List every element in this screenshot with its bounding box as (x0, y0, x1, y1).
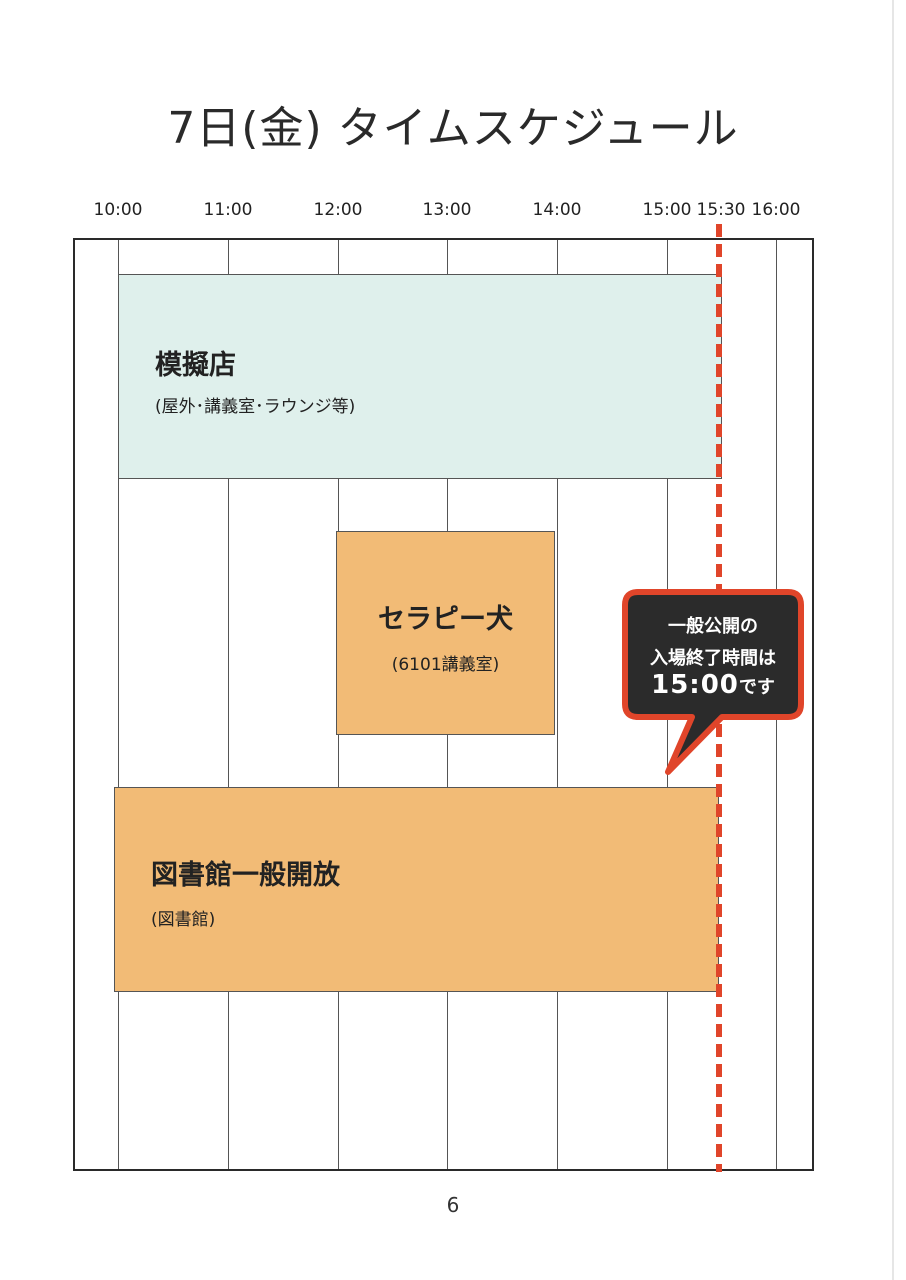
tick-label: 11:00 (203, 200, 253, 220)
event-block-therapy-dog: セラピー犬 (6101講義室) (336, 531, 555, 735)
tick-label: 14:00 (532, 200, 582, 220)
hour-gridline (557, 240, 559, 1169)
event-location: (屋外･講義室･ラウンジ等) (155, 397, 356, 417)
schedule-frame (73, 238, 814, 1171)
event-title: 模擬店 (155, 350, 236, 381)
callout-line-1: 一般公開の (668, 616, 758, 637)
callout-time: 15:00 (651, 670, 739, 700)
callout-suffix: です (738, 677, 775, 698)
hour-gridline (228, 240, 230, 1169)
event-title: 図書館一般開放 (151, 860, 340, 891)
tick-label: 13:00 (422, 200, 472, 220)
event-block-mogiten: 模擬店 (屋外･講義室･ラウンジ等) (118, 274, 722, 479)
event-block-library: 図書館一般開放 (図書館) (114, 787, 719, 992)
tick-label: 15:00 (642, 200, 692, 220)
event-title: セラピー犬 (378, 604, 513, 635)
tick-label: 12:00 (313, 200, 363, 220)
callout-line-3: 15:00です (628, 670, 798, 700)
event-location: (図書館) (151, 910, 216, 930)
tick-label: 10:00 (93, 200, 143, 220)
tick-label: 16:00 (751, 200, 801, 220)
tick-label: 15:30 (696, 200, 746, 220)
page-number: 6 (446, 1193, 460, 1217)
callout-line-2: 入場終了時間は (650, 648, 776, 669)
hour-gridline (118, 240, 120, 1169)
event-location: (6101講義室) (391, 655, 500, 675)
page-title: 7日(金) タイムスケジュール (167, 103, 739, 154)
scan-edge (892, 0, 894, 1280)
